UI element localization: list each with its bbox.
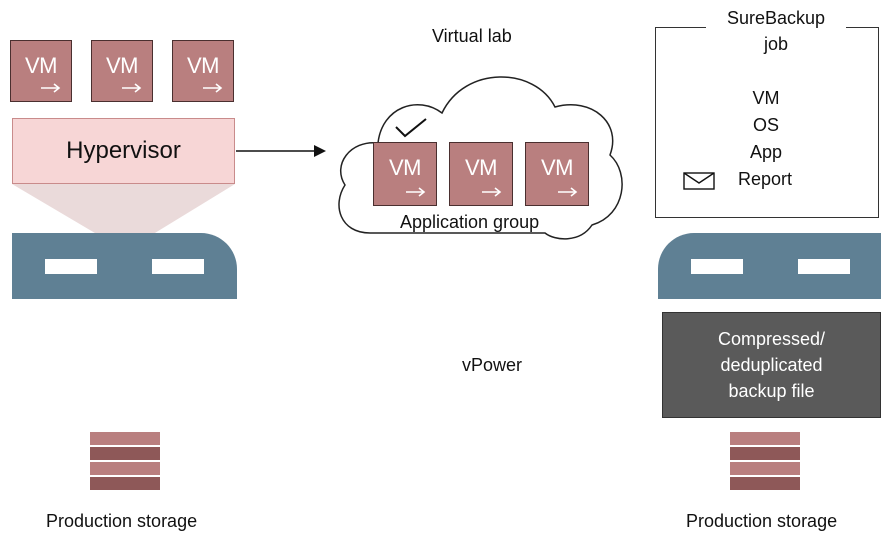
envelope-icon [683,172,715,190]
backup-server-right [658,233,881,299]
job-item-app: App [749,142,783,162]
job-title-background [706,6,846,64]
arrow-right-icon [482,187,502,197]
backup-line1: Compressed/ [717,329,826,349]
virtual-lab-title: Virtual lab [432,26,512,46]
backup-server-left [12,233,237,299]
hypervisor-box: Hypervisor [12,118,235,184]
vm-label: VM [541,155,574,180]
backup-file-box: Compressed/ deduplicated backup file [662,312,881,418]
vm-box: VM [10,40,72,102]
hypervisor-label: Hypervisor [66,137,181,164]
job-title-line2: job [763,34,789,54]
vm-label: VM [106,53,139,78]
vm-box: VM [172,40,234,102]
server-slot [152,259,204,274]
production-storage-label-right: Production storage [686,511,838,531]
vm-label: VM [389,155,422,180]
server-slot [45,259,97,274]
vm-box: VM [525,142,589,206]
production-storage-label-left: Production storage [46,511,198,531]
arrow-right-icon [406,187,426,197]
vm-box: VM [373,142,437,206]
job-item-os: OS [752,115,779,135]
arrow-right-icon [41,83,61,93]
storage-stack-icon [90,432,160,492]
storage-stack-icon [730,432,800,492]
arrow-right-icon [122,83,142,93]
report-label: Report [738,169,793,189]
arrow-right-icon [203,83,223,93]
backup-line3: backup file [728,381,815,401]
arrow-right-icon [558,187,578,197]
backup-line2: deduplicated [720,355,823,375]
server-slot [798,259,850,274]
checkmark-icon [395,118,427,138]
vm-label: VM [465,155,498,180]
job-title-line1: SureBackup [726,8,826,28]
vm-box: VM [449,142,513,206]
vpower-label: vPower [462,355,523,375]
vm-box: VM [91,40,153,102]
vm-label: VM [187,53,220,78]
application-group-label: Application group [400,212,540,232]
job-item-vm: VM [752,88,780,108]
vm-label: VM [25,53,58,78]
server-slot [691,259,743,274]
